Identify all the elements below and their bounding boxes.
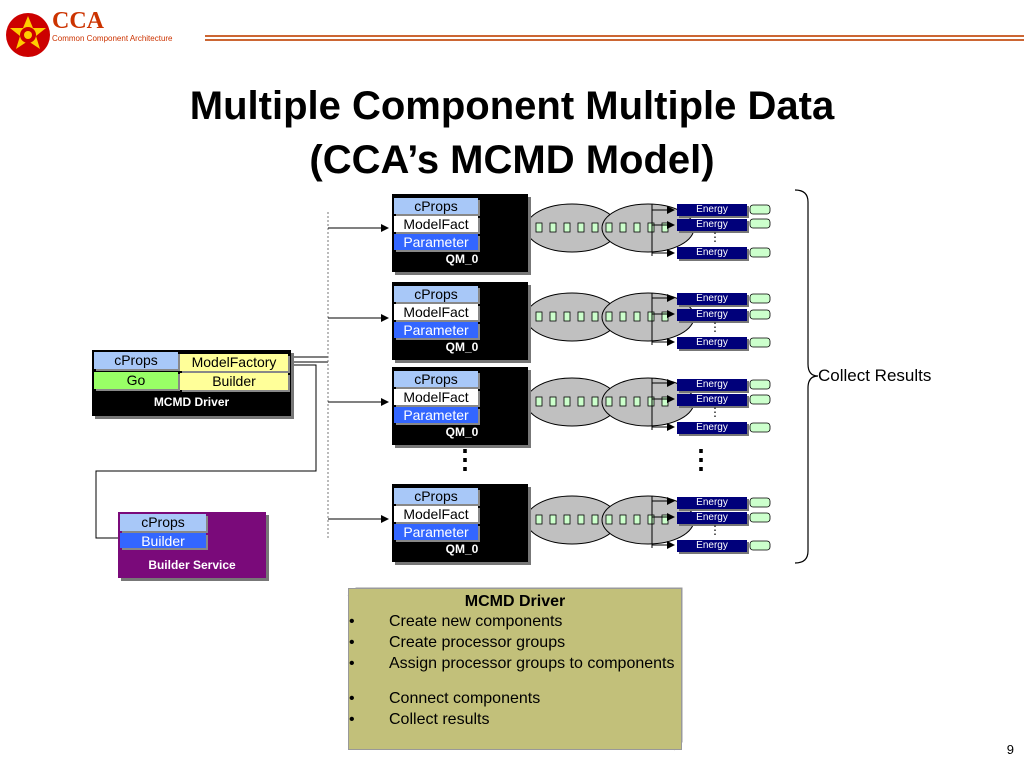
group-row-4	[525, 495, 695, 549]
qm-port-cprops: cProps	[394, 198, 478, 214]
energy-port: Energy	[677, 512, 747, 524]
energy-port: Energy	[677, 293, 747, 305]
cca-logo-icon	[6, 13, 50, 57]
group-row-2	[525, 292, 695, 346]
bullet-icon: •	[349, 634, 355, 651]
energy-port: Energy	[677, 422, 747, 434]
energy-port: Energy	[677, 309, 747, 321]
page-number: 9	[1006, 742, 1014, 757]
collect-results-label: Collect Results	[818, 366, 932, 385]
group-row-3	[525, 377, 695, 431]
qm-label: QM_0	[445, 340, 479, 354]
description-title: MCMD Driver	[464, 593, 566, 610]
group-row-1	[525, 203, 695, 257]
energy-gap-dots: ⋮	[709, 320, 721, 334]
builder-port-builder: Builder	[120, 533, 206, 548]
energy-port: Energy	[677, 394, 747, 406]
qm-label: QM_0	[445, 425, 479, 439]
qm-port-parameter: Parameter	[394, 322, 478, 338]
driver-port-builder: Builder	[180, 373, 288, 390]
logo-subtitle: Common Component Architecture	[52, 34, 173, 43]
bullet-icon: •	[349, 711, 355, 728]
qm-label: QM_0	[445, 542, 479, 556]
slide-title-line1: Multiple Component Multiple Data	[189, 84, 835, 128]
slide-title-line2: (CCA’s MCMD Model)	[309, 138, 715, 182]
qm-port-cprops: cProps	[394, 371, 478, 387]
energy-gap-dots: ⋮	[709, 523, 721, 537]
bullet-icon: •	[349, 613, 355, 630]
builder-service-component: cProps Builder Builder Service	[118, 512, 266, 578]
qm-port-modelfact: ModelFact	[394, 304, 478, 320]
mcmd-driver-component: cProps ModelFactory Go Builder MCMD Driv…	[92, 350, 291, 416]
builder-service-label: Builder Service	[148, 558, 236, 572]
output-ports	[749, 204, 771, 551]
qm-port-cprops: cProps	[394, 488, 478, 504]
energy-ellipsis: ⋮	[688, 444, 714, 474]
qm-port-modelfact: ModelFact	[394, 506, 478, 522]
qm-component-2: cProps ModelFact Parameter QM_0	[392, 282, 528, 360]
qm-port-modelfact: ModelFact	[394, 216, 478, 232]
driver-port-modelfactory: ModelFactory	[180, 354, 288, 371]
energy-port: Energy	[677, 379, 747, 391]
energy-port: Energy	[677, 219, 747, 231]
qm-label: QM_0	[445, 252, 479, 266]
qm-component-3: cProps ModelFact Parameter QM_0	[392, 367, 528, 445]
qm-port-parameter: Parameter	[394, 407, 478, 423]
driver-port-cprops: cProps	[94, 352, 178, 369]
energy-port: Energy	[677, 247, 747, 259]
logo-title: CCA	[52, 8, 104, 34]
qm-port-parameter: Parameter	[394, 524, 478, 540]
qm-port-cprops: cProps	[394, 286, 478, 302]
driver-port-go: Go	[94, 372, 178, 389]
header-graphics	[6, 13, 1024, 57]
qm-component-4: cProps ModelFact Parameter QM_0	[392, 484, 528, 562]
energy-gap-dots: ⋮	[709, 230, 721, 244]
energy-port: Energy	[677, 337, 747, 349]
driver-label: MCMD Driver	[153, 395, 230, 409]
bullet-icon: •	[349, 655, 355, 672]
qm-ellipsis: ⋮	[452, 444, 478, 474]
energy-port: Energy	[677, 204, 747, 216]
qm-component-1: cProps ModelFact Parameter QM_0	[392, 194, 528, 272]
mcmd-driver-description: MCMD Driver • Create new components • Cr…	[348, 588, 682, 750]
energy-port: Energy	[677, 497, 747, 509]
bullet-icon: •	[349, 690, 355, 707]
builder-port-cprops: cProps	[120, 514, 206, 531]
qm-port-modelfact: ModelFact	[394, 389, 478, 405]
qm-port-parameter: Parameter	[394, 234, 478, 250]
energy-port: Energy	[677, 540, 747, 552]
energy-gap-dots: ⋮	[709, 405, 721, 419]
